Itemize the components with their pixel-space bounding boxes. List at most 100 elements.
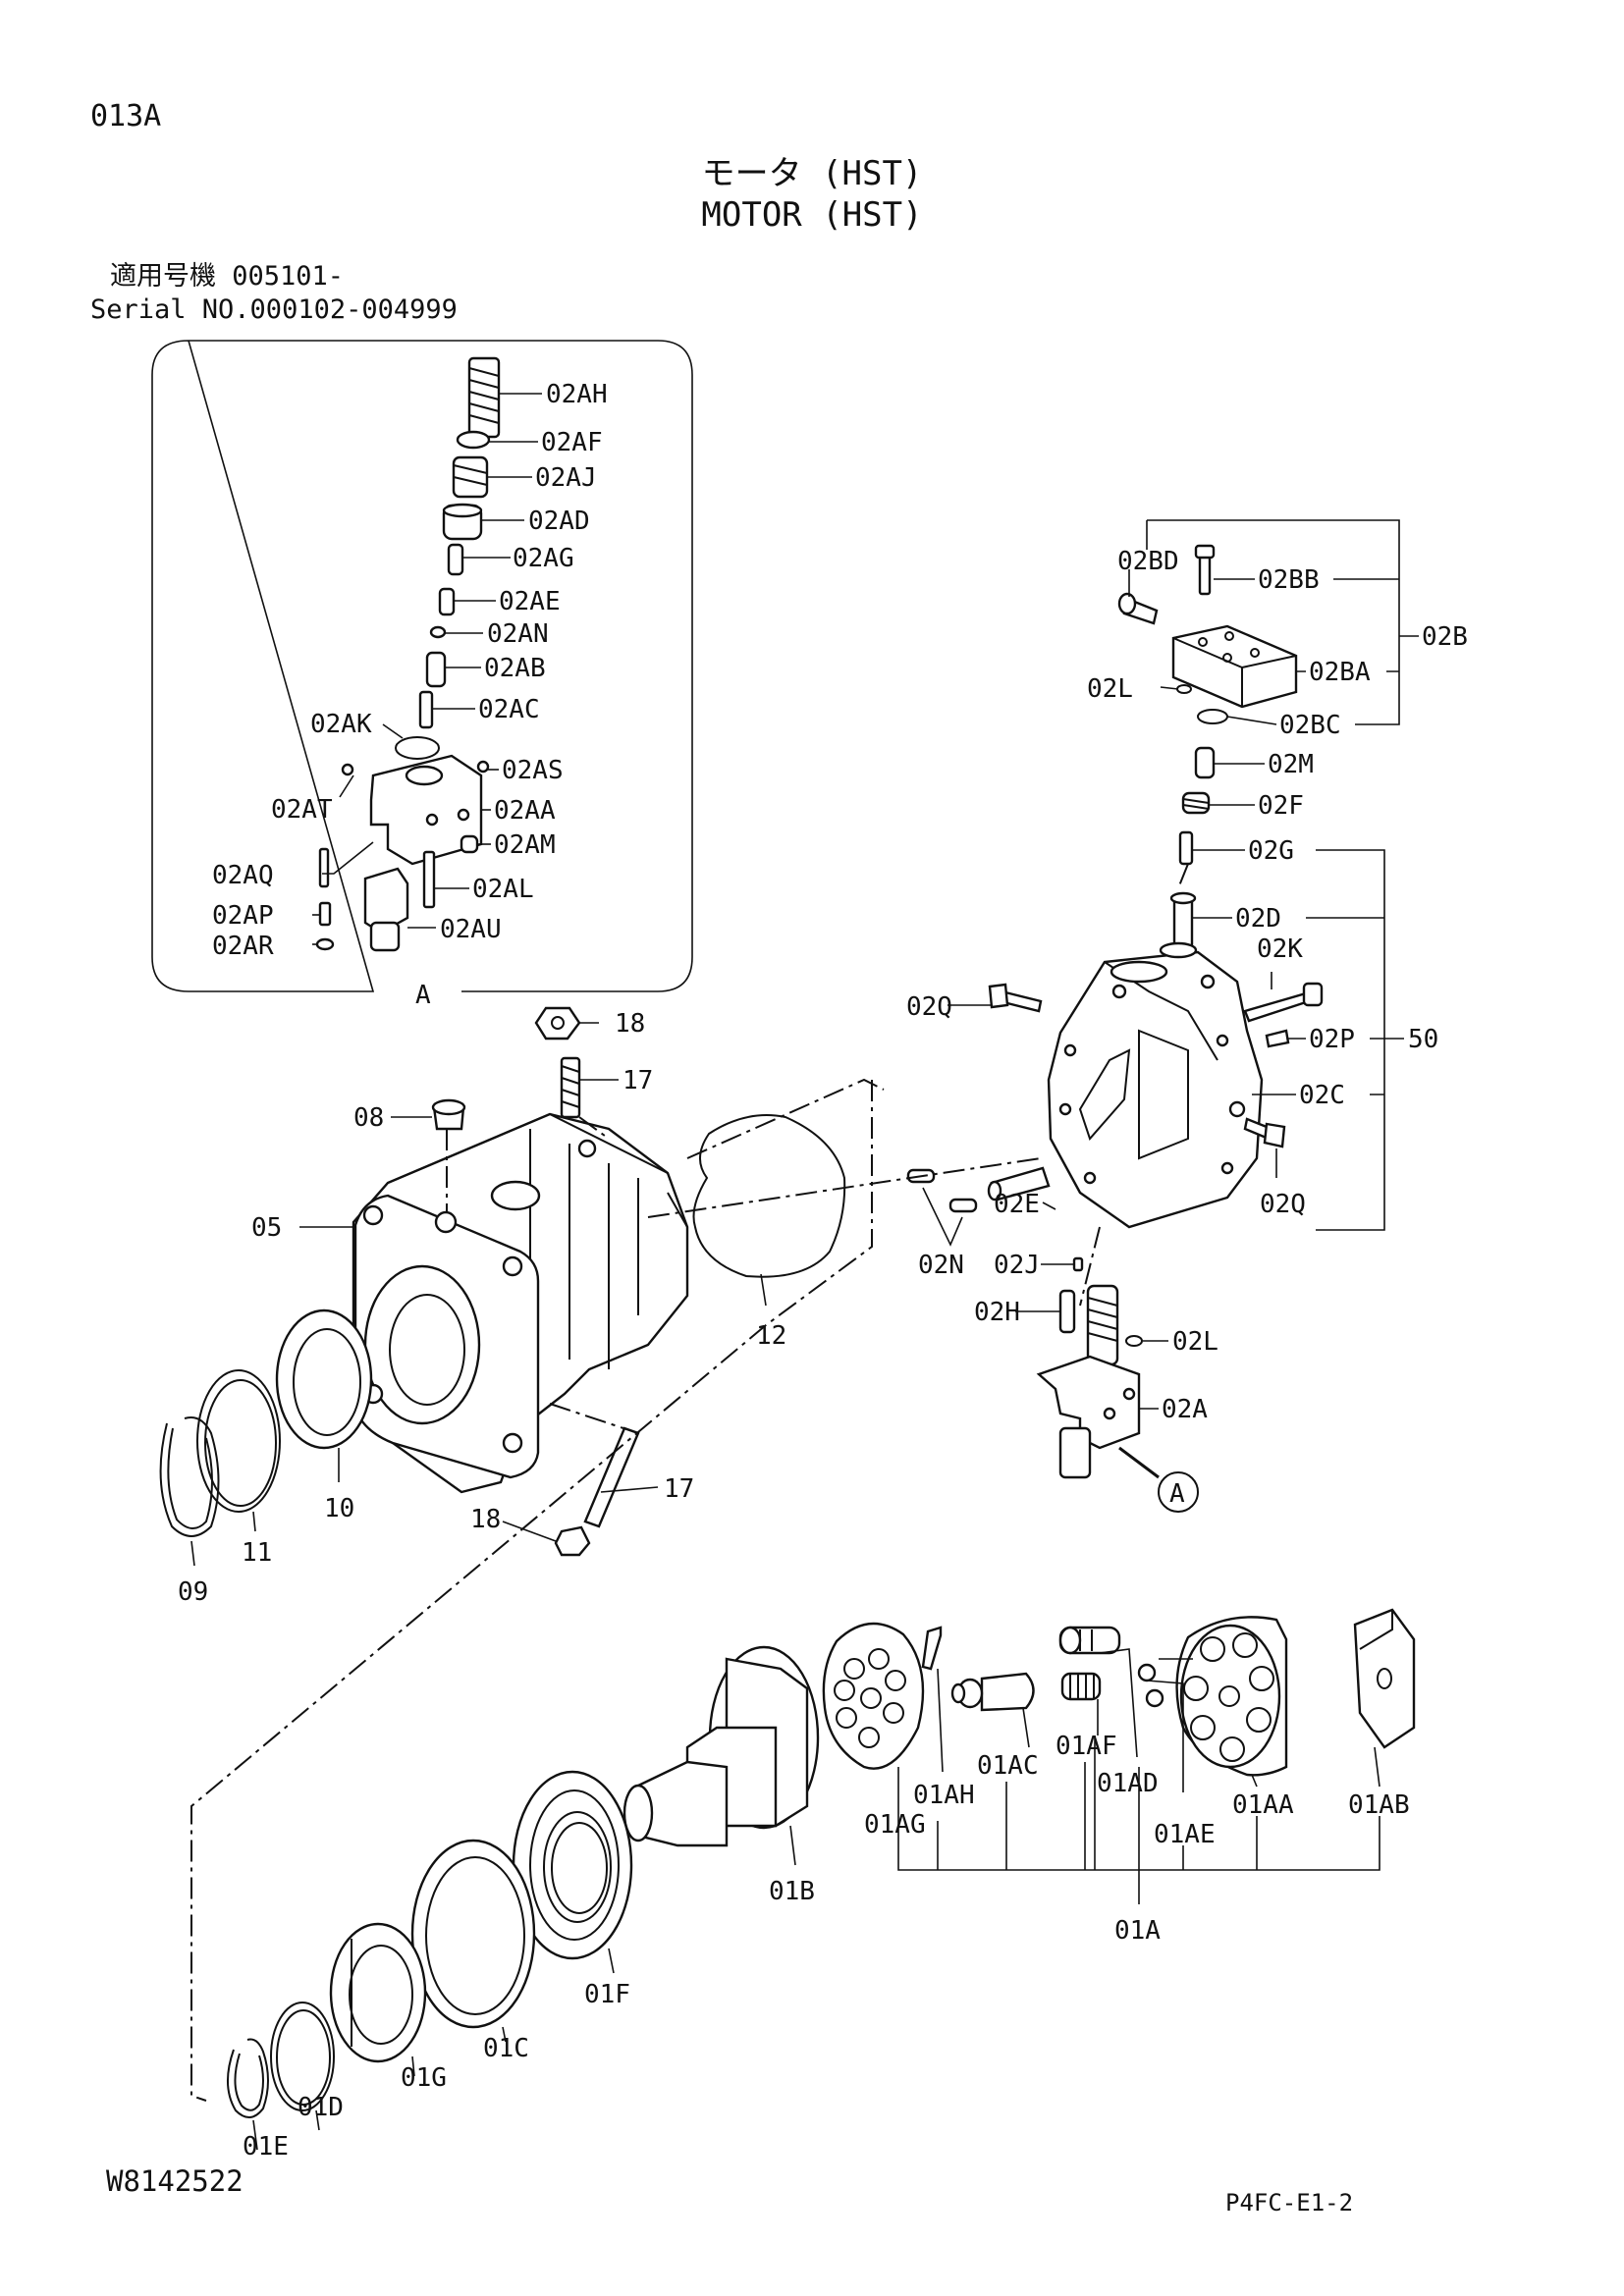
bolt-02bb <box>1198 553 1212 596</box>
label-02p: 02P <box>1309 1025 1355 1054</box>
label-09: 09 <box>178 1577 208 1607</box>
pin-02j <box>1072 1256 1084 1272</box>
label-02bc: 02BC <box>1279 711 1341 740</box>
label-02ar: 02AR <box>212 932 274 961</box>
label-18-bottom: 18 <box>470 1505 501 1534</box>
label-02l-top: 02L <box>1087 674 1133 704</box>
piston-02ad <box>442 503 483 541</box>
rotating-group <box>226 1608 1416 2118</box>
pin-02ac <box>418 690 434 729</box>
ring-02an <box>429 625 447 639</box>
detail-view-label: A <box>415 981 431 1010</box>
label-01f: 01F <box>584 1980 630 2009</box>
spool-02ab <box>425 651 447 688</box>
label-02aj: 02AJ <box>535 463 597 493</box>
label-02af: 02AF <box>541 428 603 457</box>
plug-02at <box>341 763 354 776</box>
label-02al: 02AL <box>472 875 534 904</box>
label-02q-right: 02Q <box>1260 1190 1306 1219</box>
detail-callout-label: A <box>1169 1479 1185 1509</box>
oring-02l-top <box>1176 684 1192 694</box>
center-lines <box>190 863 1189 2102</box>
part-labels: 02AH 02AF 02AJ 02AD 02AG 02AE 02AN 02AB … <box>178 380 1468 2162</box>
plate-01ag <box>822 1622 925 1770</box>
nut-18-top <box>534 1006 581 1041</box>
label-02am: 02AM <box>494 830 556 860</box>
label-11: 11 <box>242 1538 272 1568</box>
label-17-bottom: 17 <box>664 1474 694 1504</box>
seal-10 <box>275 1308 373 1450</box>
label-02b: 02B <box>1422 622 1468 652</box>
ball-02ar <box>315 937 335 951</box>
valve-plate-01ab <box>1353 1608 1416 1749</box>
label-01ae: 01AE <box>1154 1820 1216 1849</box>
label-02h: 02H <box>974 1298 1020 1327</box>
label-01b: 01B <box>769 1877 815 1906</box>
spring-02ah <box>467 356 501 439</box>
label-01ab: 01AB <box>1348 1790 1410 1820</box>
ring-01d <box>270 2002 335 2111</box>
page-code: 013A <box>90 99 162 133</box>
housing-leaders <box>190 1022 767 1567</box>
ball-01ae-a <box>1137 1663 1157 1682</box>
group-brackets <box>922 519 1419 1410</box>
label-02e: 02E <box>994 1190 1040 1219</box>
pin-02aq <box>318 847 330 888</box>
ring-11 <box>196 1369 281 1513</box>
bolt-02al <box>422 850 436 909</box>
orifice-02bc <box>1197 709 1228 724</box>
bolt-02k <box>1243 991 1311 1023</box>
label-02ah: 02AH <box>546 380 608 409</box>
plug-02am <box>460 834 479 854</box>
spring-01af <box>1060 1672 1102 1701</box>
screw-01ah <box>921 1626 943 1671</box>
label-02bd: 02BD <box>1117 547 1179 576</box>
label-01ag: 01AG <box>864 1810 926 1840</box>
rod-02d <box>1159 891 1198 959</box>
label-10: 10 <box>324 1494 354 1523</box>
shaft-01b <box>623 1645 820 1847</box>
label-01af: 01AF <box>1056 1732 1117 1761</box>
detail-leaders <box>312 393 542 945</box>
label-01a: 01A <box>1114 1916 1161 1946</box>
label-17-top: 17 <box>623 1066 653 1095</box>
pin-02ae <box>438 587 456 616</box>
spring-02aj <box>452 455 489 499</box>
label-02an: 02AN <box>487 619 549 649</box>
seal-01g <box>329 1922 427 2063</box>
drawing-number: W8142522 <box>106 2164 244 2198</box>
label-02ag: 02AG <box>513 544 574 573</box>
detail-parts <box>315 356 501 952</box>
label-02n: 02N <box>918 1251 964 1280</box>
label-01c: 01C <box>483 2034 529 2063</box>
piston-01ac <box>950 1672 1035 1712</box>
label-02au: 02AU <box>440 915 502 944</box>
pin-02n-b <box>948 1198 978 1213</box>
pin-02h <box>1058 1289 1076 1334</box>
oring-02ak <box>395 736 440 760</box>
stud-17-bottom <box>583 1426 640 1528</box>
label-02aq: 02AQ <box>212 861 274 890</box>
label-02a: 02A <box>1162 1395 1208 1424</box>
label-01ac: 01AC <box>977 1751 1039 1781</box>
serial-english: Serial NO.000102-004999 <box>90 294 458 325</box>
cylinder-block-01aa <box>1175 1616 1288 1777</box>
plug-02p <box>1265 1029 1290 1048</box>
title-japanese: モータ (HST) <box>701 154 923 193</box>
label-02as: 02AS <box>502 756 564 785</box>
disc-01c <box>410 1839 536 2029</box>
motor-housing-05 <box>352 1112 689 1494</box>
oring-02l-bottom <box>1125 1335 1143 1347</box>
housing-small-parts <box>159 1006 846 1557</box>
ball-01ae-b <box>1145 1688 1164 1708</box>
label-02aa: 02AA <box>494 796 556 826</box>
label-02ba: 02BA <box>1309 658 1371 687</box>
seat-02af <box>456 430 491 450</box>
label-02k: 02K <box>1257 934 1303 964</box>
label-02f: 02F <box>1258 791 1304 821</box>
label-01g: 01G <box>401 2063 447 2093</box>
label-02c: 02C <box>1299 1081 1345 1110</box>
label-02j: 02J <box>994 1251 1040 1280</box>
spring-02ap <box>318 901 332 927</box>
detail-callout-circle <box>1158 1471 1199 1513</box>
